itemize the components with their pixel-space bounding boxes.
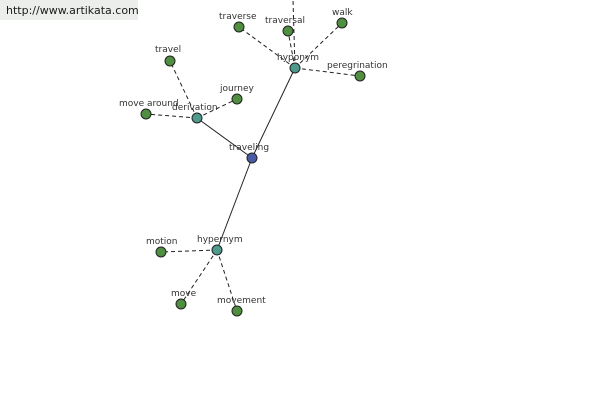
- node-label[interactable]: traveling: [229, 143, 269, 153]
- leaf-node-dot[interactable]: [231, 93, 243, 105]
- site-url-watermark[interactable]: http://www.artikata.com: [0, 0, 139, 20]
- node-traverse[interactable]: traverse: [219, 12, 257, 33]
- leaf-node-dot[interactable]: [233, 21, 245, 33]
- node-label[interactable]: traverse: [219, 12, 257, 22]
- edge-hyponym-peregrination: [294, 67, 361, 77]
- node-label[interactable]: motion: [146, 237, 178, 247]
- leaf-node-dot[interactable]: [282, 25, 294, 37]
- node-traversal[interactable]: traversal: [265, 16, 305, 37]
- node-label[interactable]: travel: [155, 45, 181, 55]
- node-walk[interactable]: walk: [332, 8, 353, 29]
- node-move-around[interactable]: move around: [119, 99, 179, 120]
- hub-node-dot[interactable]: [211, 244, 223, 256]
- leaf-node-dot[interactable]: [155, 246, 167, 258]
- node-label[interactable]: traversal: [265, 16, 305, 26]
- leaf-node-dot[interactable]: [336, 17, 348, 29]
- node-traveling[interactable]: traveling: [229, 143, 269, 164]
- node-derivation[interactable]: derivation: [172, 103, 218, 124]
- node-label[interactable]: move: [171, 289, 197, 299]
- node-journey[interactable]: journey: [219, 84, 254, 105]
- edge-center-hypernym: [216, 157, 253, 251]
- leaf-node-dot[interactable]: [175, 298, 187, 310]
- leaf-node-dot[interactable]: [354, 70, 366, 82]
- leaf-node-dot[interactable]: [164, 55, 176, 67]
- edge-hypernym-motion: [160, 249, 218, 253]
- node-label[interactable]: movement: [217, 296, 266, 306]
- node-label[interactable]: journey: [219, 84, 254, 94]
- node-motion[interactable]: motion: [146, 237, 178, 258]
- node-label[interactable]: derivation: [172, 103, 218, 113]
- node-move[interactable]: move: [171, 289, 197, 310]
- node-label[interactable]: move around: [119, 99, 179, 109]
- edge-hyponym-traversal: [287, 30, 296, 69]
- node-label[interactable]: hyponym: [277, 53, 319, 63]
- node-peregrination[interactable]: peregrination: [327, 61, 388, 82]
- leaf-node-dot[interactable]: [140, 108, 152, 120]
- edge-derivation-journey: [196, 98, 238, 119]
- edge-derivation-travel: [169, 60, 198, 119]
- leaf-node-dot[interactable]: [231, 305, 243, 317]
- edge-center-derivation: [196, 117, 253, 159]
- edge-hypernym-move: [180, 249, 218, 305]
- edge-derivation-move-around: [145, 113, 198, 119]
- node-hyponym[interactable]: hyponym: [277, 53, 319, 74]
- node-label[interactable]: hypernym: [197, 235, 243, 245]
- edge-hyponym-traverse: [238, 26, 296, 69]
- node-hypernym[interactable]: hypernym: [197, 235, 243, 256]
- hub-node-dot[interactable]: [289, 62, 301, 74]
- hub-node-dot[interactable]: [191, 112, 203, 124]
- node-label[interactable]: peregrination: [327, 61, 388, 71]
- node-travel[interactable]: travel: [155, 45, 181, 67]
- edge-hypernym-movement: [216, 249, 238, 312]
- edge-hyponym-offscreen: [292, 0, 296, 69]
- node-movement[interactable]: movement: [217, 296, 266, 317]
- edge-center-hyponym: [251, 67, 296, 159]
- center-node-dot[interactable]: [246, 152, 258, 164]
- edge-hyponym-walk: [294, 22, 343, 69]
- node-label[interactable]: walk: [332, 8, 353, 18]
